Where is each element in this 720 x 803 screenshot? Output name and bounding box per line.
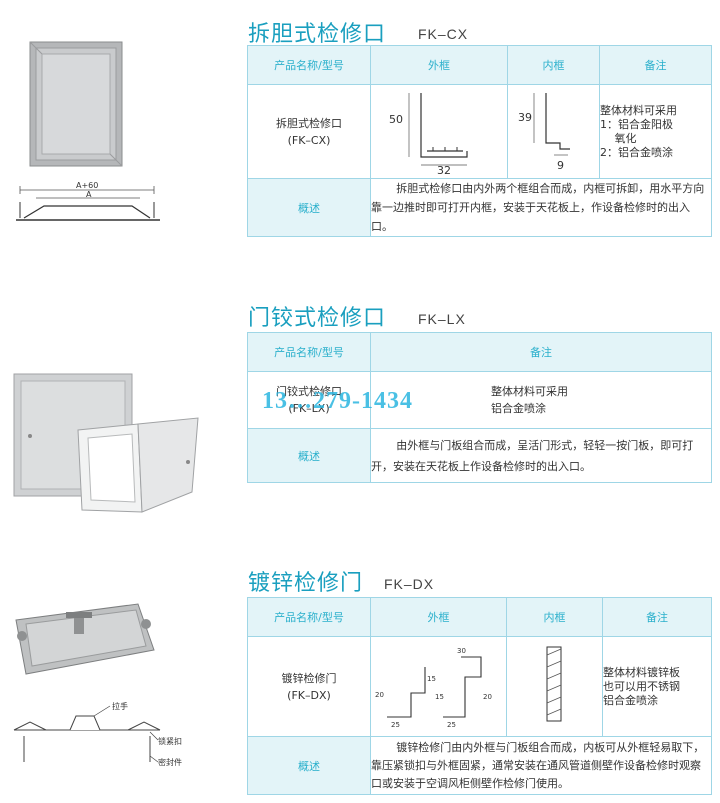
product-model: (FK–DX) xyxy=(287,688,331,702)
outer-width-label: 32 xyxy=(437,164,451,175)
dim-g: 15 xyxy=(435,693,444,701)
product-name: 镀锌检修门 xyxy=(281,671,337,685)
note-line: 2：铝合金喷涂 xyxy=(600,145,673,159)
note-line: 铝合金喷涂 xyxy=(603,693,658,707)
section-drawing-cx: A+60 A xyxy=(16,181,160,221)
product-name-cell: 门铰式检修口 (FK–LX) xyxy=(247,371,371,429)
summary-text: 拆胆式检修口由内外两个框组合而成，内框可拆卸，用水平方向靠一边推时即可打开内框，… xyxy=(370,178,712,237)
inner-frame-profile: 39 9 xyxy=(518,93,570,172)
inner-width-label: 9 xyxy=(557,159,564,172)
note-line: 整体材料镀锌板 xyxy=(603,665,680,679)
header-remark: 备注 xyxy=(370,332,712,372)
outer-frame-profile: 30 20 25 15 20 25 15 xyxy=(375,647,492,729)
summary-label: 概述 xyxy=(247,178,371,237)
product-image-lx xyxy=(13,373,199,513)
note-line: 铝合金喷涂 xyxy=(491,402,546,415)
label-seal: 密封件 xyxy=(158,757,182,767)
product-model: (FK–CX) xyxy=(287,133,331,147)
note-line: 氧化 xyxy=(600,131,637,145)
outer-frame-profile: 50 32 xyxy=(389,93,468,177)
section-drawing-dx: 拉手 锁紧扣 密封件 xyxy=(13,701,182,767)
dim-f: 25 xyxy=(447,721,456,729)
header-inner: 内框 xyxy=(506,597,603,637)
dim-e: 20 xyxy=(483,693,492,701)
label-lock: 锁紧扣 xyxy=(158,736,182,746)
dim-d: 15 xyxy=(427,675,436,683)
inner-frame-drawing-cell: 39 9 xyxy=(507,84,600,179)
product-model: (FK–LX) xyxy=(288,402,330,415)
section-code-cx: FK–CX xyxy=(418,26,469,42)
product-name-cell: 镀锌检修门 (FK–DX) xyxy=(247,636,371,737)
product-name: 门铰式检修口 xyxy=(276,385,342,398)
note-line: 1：铝合金阳极 xyxy=(600,117,673,131)
note-line: 整体材料可采用 xyxy=(600,103,677,117)
summary-text: 镀锌检修门由内外框与门板组合而成，内板可从外框轻易取下，靠压紧锁扣与外框固紧，通… xyxy=(370,736,712,795)
summary-text: 由外框与门板组合而成，呈活门形式，轻轻一按门板，即可打开，安装在天花板上作设备检… xyxy=(370,428,712,483)
header-name: 产品名称/型号 xyxy=(247,597,371,637)
product-image-cx xyxy=(29,41,123,167)
section-code-dx: FK–DX xyxy=(384,576,435,592)
header-name: 产品名称/型号 xyxy=(247,45,371,85)
spec-table-cx: 产品名称/型号 外框 内框 备注 拆胆式检修口 (FK–CX) 50 32 39 xyxy=(247,45,712,237)
header-inner: 内框 xyxy=(507,45,600,85)
outer-frame-drawing-cell: 30 20 25 15 20 25 15 xyxy=(370,636,507,737)
remark-cell: 整体材料镀锌板 也可以用不锈钢 铝合金喷涂 xyxy=(602,636,712,737)
remark-cell: 整体材料可采用 1：铝合金阳极 氧化 2：铝合金喷涂 xyxy=(599,84,712,179)
outer-frame-drawing-cell: 50 32 xyxy=(370,84,508,179)
note-line: 也可以用不锈钢 xyxy=(603,679,680,693)
summary-label: 概述 xyxy=(247,428,371,483)
header-outer: 外框 xyxy=(370,45,508,85)
inner-height-label: 39 xyxy=(518,111,532,124)
label-handle: 拉手 xyxy=(112,701,128,711)
spec-table-dx: 产品名称/型号 外框 内框 备注 镀锌检修门 (FK–DX) 30 20 25 … xyxy=(247,597,712,795)
phone-watermark: 13…279-1434 xyxy=(262,388,413,414)
product-image-dx xyxy=(15,603,155,675)
note-line: 整体材料可采用 xyxy=(491,385,568,398)
dim-c: 25 xyxy=(391,721,400,729)
summary-label: 概述 xyxy=(247,736,371,795)
product-name: 拆胆式检修口 xyxy=(276,116,342,130)
dim-label-a60: A+60 xyxy=(76,181,98,190)
inner-frame-drawing-cell xyxy=(506,636,603,737)
dim-b: 20 xyxy=(375,691,384,699)
dim-label-a: A xyxy=(86,190,92,199)
remark-cell: 整体材料可采用 铝合金喷涂 xyxy=(370,371,712,429)
spec-table-lx: 产品名称/型号 备注 门铰式检修口 (FK–LX) 整体材料可采用 铝合金喷涂 … xyxy=(247,332,712,483)
header-remark: 备注 xyxy=(599,45,712,85)
product-name-cell: 拆胆式检修口 (FK–CX) xyxy=(247,84,371,179)
section-title-cx: 拆胆式检修口 xyxy=(248,22,387,47)
section-title-lx: 门铰式检修口 xyxy=(248,306,387,331)
section-title-dx: 镀锌检修门 xyxy=(248,571,364,596)
outer-height-label: 50 xyxy=(389,113,403,126)
header-name: 产品名称/型号 xyxy=(247,332,371,372)
dim-a: 30 xyxy=(457,647,466,655)
inner-frame-profile xyxy=(546,646,562,722)
header-outer: 外框 xyxy=(370,597,507,637)
header-remark: 备注 xyxy=(602,597,712,637)
section-code-lx: FK–LX xyxy=(418,311,466,327)
